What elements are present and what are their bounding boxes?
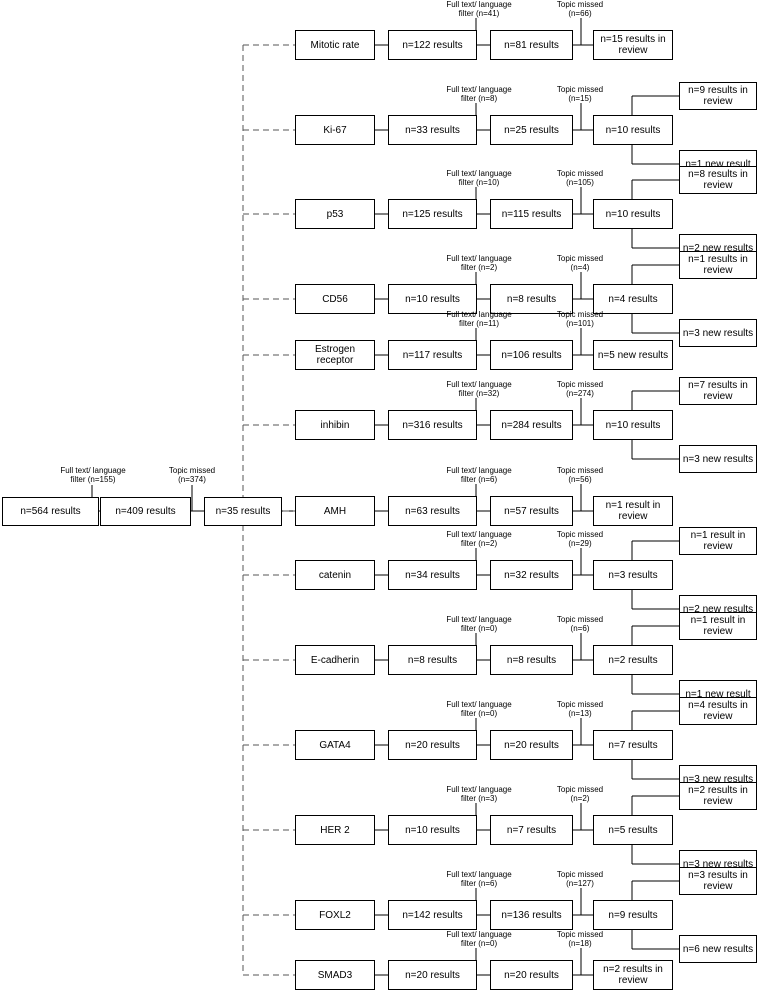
initial-count-box: n=20 results (388, 960, 477, 990)
initial-count-box: n=142 results (388, 900, 477, 930)
topic-note: Topic missed(n=29) (556, 530, 604, 548)
outcome-review-box: n=7 results in review (679, 377, 757, 405)
marker-box: catenin (295, 560, 375, 590)
outcome-review-box: n=1 results in review (679, 251, 757, 279)
outcome-review-box: n=9 results in review (679, 82, 757, 110)
topic-note: Topic missed(n=6) (556, 615, 604, 633)
marker-box: HER 2 (295, 815, 375, 845)
outcome-review-box: n=3 results in review (679, 867, 757, 895)
topic-note: Topic missed(n=127) (556, 870, 604, 888)
topic-note: Topic missed(n=15) (556, 85, 604, 103)
initial-count-box: n=117 results (388, 340, 477, 370)
after-filter-box: n=32 results (490, 560, 573, 590)
start-box: n=564 results (2, 497, 99, 526)
final-count-box: n=5 results (593, 815, 673, 845)
final-count-box: n=7 results (593, 730, 673, 760)
after-filter-box: n=8 results (490, 645, 573, 675)
outcome-box: n=2 results in review (593, 960, 673, 990)
marker-box: p53 (295, 199, 375, 229)
outcome-review-box: n=4 results in review (679, 697, 757, 725)
topic-note: Topic missed(n=66) (556, 0, 604, 18)
final-count-box: n=9 results (593, 900, 673, 930)
after-filter-box: n=20 results (490, 960, 573, 990)
initial-count-box: n=20 results (388, 730, 477, 760)
outcome-review-box: n=8 results in review (679, 166, 757, 194)
after-filter-box: n=7 results (490, 815, 573, 845)
after-filter-box: n=25 results (490, 115, 573, 145)
initial-count-box: n=125 results (388, 199, 477, 229)
after-filter-box: n=409 results (100, 497, 191, 526)
initial-count-box: n=10 results (388, 815, 477, 845)
outcome-review-box: n=1 result in review (679, 527, 757, 555)
marker-box: Estrogen receptor (295, 340, 375, 370)
after-filter-box: n=136 results (490, 900, 573, 930)
main-topic-label: Topic missed(n=374) (168, 466, 216, 484)
after-topic-box: n=35 results (204, 497, 282, 526)
after-filter-box: n=8 results (490, 284, 573, 314)
topic-note: Topic missed(n=13) (556, 700, 604, 718)
outcome-new-box: n=3 new results (679, 445, 757, 473)
final-count-box: n=2 results (593, 645, 673, 675)
outcome-new-box: n=6 new results (679, 935, 757, 963)
topic-note: Topic missed(n=4) (556, 254, 604, 272)
final-count-box: n=10 results (593, 115, 673, 145)
initial-count-box: n=316 results (388, 410, 477, 440)
initial-count-box: n=34 results (388, 560, 477, 590)
after-filter-box: n=57 results (490, 496, 573, 526)
initial-count-box: n=63 results (388, 496, 477, 526)
initial-count-box: n=10 results (388, 284, 477, 314)
marker-box: GATA4 (295, 730, 375, 760)
final-count-box: n=10 results (593, 199, 673, 229)
outcome-box: n=5 new results (593, 340, 673, 370)
final-count-box: n=3 results (593, 560, 673, 590)
initial-count-box: n=8 results (388, 645, 477, 675)
final-count-box: n=10 results (593, 410, 673, 440)
topic-note: Topic missed(n=2) (556, 785, 604, 803)
topic-note: Topic missed(n=18) (556, 930, 604, 948)
marker-box: FOXL2 (295, 900, 375, 930)
outcome-box: n=1 result in review (593, 496, 673, 526)
marker-box: Mitotic rate (295, 30, 375, 60)
after-filter-box: n=106 results (490, 340, 573, 370)
initial-count-box: n=122 results (388, 30, 477, 60)
outcome-box: n=15 results in review (593, 30, 673, 60)
after-filter-box: n=115 results (490, 199, 573, 229)
outcome-new-box: n=1 new result (679, 680, 757, 708)
topic-note: Topic missed(n=105) (556, 169, 604, 187)
topic-note: Topic missed(n=56) (556, 466, 604, 484)
topic-note: Topic missed(n=101) (556, 310, 604, 328)
marker-box: AMH (295, 496, 375, 526)
after-filter-box: n=81 results (490, 30, 573, 60)
marker-box: SMAD3 (295, 960, 375, 990)
after-filter-box: n=20 results (490, 730, 573, 760)
outcome-review-box: n=1 result in review (679, 612, 757, 640)
marker-box: inhibin (295, 410, 375, 440)
outcome-new-box: n=3 new results (679, 319, 757, 347)
initial-count-box: n=33 results (388, 115, 477, 145)
topic-note: Topic missed(n=274) (556, 380, 604, 398)
marker-box: Ki-67 (295, 115, 375, 145)
marker-box: CD56 (295, 284, 375, 314)
marker-box: E-cadherin (295, 645, 375, 675)
outcome-review-box: n=2 results in review (679, 782, 757, 810)
after-filter-box: n=284 results (490, 410, 573, 440)
final-count-box: n=4 results (593, 284, 673, 314)
